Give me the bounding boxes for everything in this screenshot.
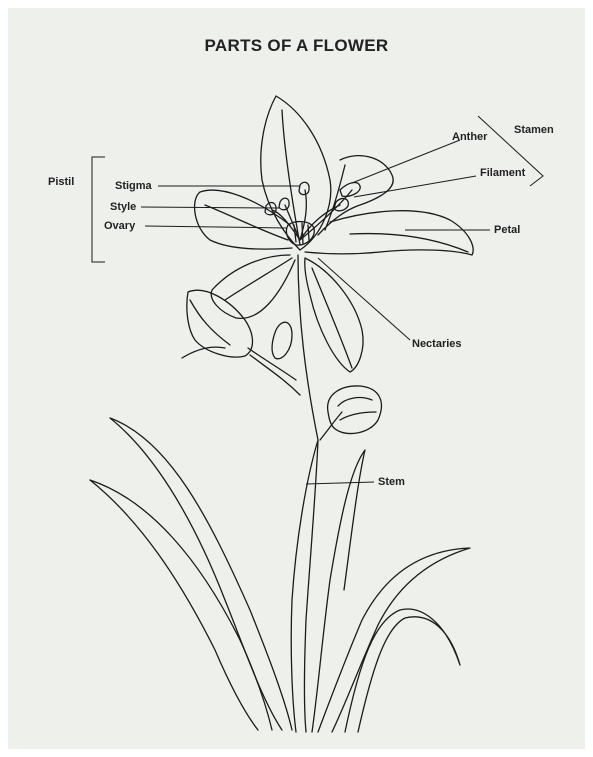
leaf-left-2 <box>90 480 272 730</box>
label-stamen: Stamen <box>514 124 554 136</box>
anther-2 <box>334 199 348 211</box>
label-filament: Filament <box>480 167 525 179</box>
nectaries-leader <box>318 258 410 340</box>
label-pistil: Pistil <box>48 176 74 188</box>
small-bud <box>272 322 292 359</box>
ovary-leader <box>145 226 286 228</box>
upper-right-petal <box>318 156 393 235</box>
anther-5 <box>279 198 289 210</box>
leaf-right-3 <box>312 450 365 732</box>
anther-1 <box>340 183 360 197</box>
main-stem <box>291 255 318 732</box>
label-ovary: Ovary <box>104 220 135 232</box>
label-stigma: Stigma <box>115 180 152 192</box>
lower-left-petal <box>211 255 295 318</box>
lower-right-petal <box>305 258 363 372</box>
anther-leader <box>352 140 460 183</box>
label-stem: Stem <box>378 476 405 488</box>
right-bud <box>328 386 382 434</box>
leaf-right-2 <box>345 609 460 732</box>
pistil-bracket <box>92 157 105 262</box>
filament-leader <box>354 176 476 197</box>
top-petal <box>261 96 331 250</box>
anther-3 <box>299 182 309 194</box>
leaf-right-1 <box>318 548 470 732</box>
label-anther: Anther <box>452 131 487 143</box>
label-style: Style <box>110 201 136 213</box>
label-petal: Petal <box>494 224 520 236</box>
bud-stem <box>320 412 342 440</box>
label-nectaries: Nectaries <box>412 338 462 350</box>
left-bud <box>182 290 253 358</box>
side-stem <box>248 348 300 395</box>
